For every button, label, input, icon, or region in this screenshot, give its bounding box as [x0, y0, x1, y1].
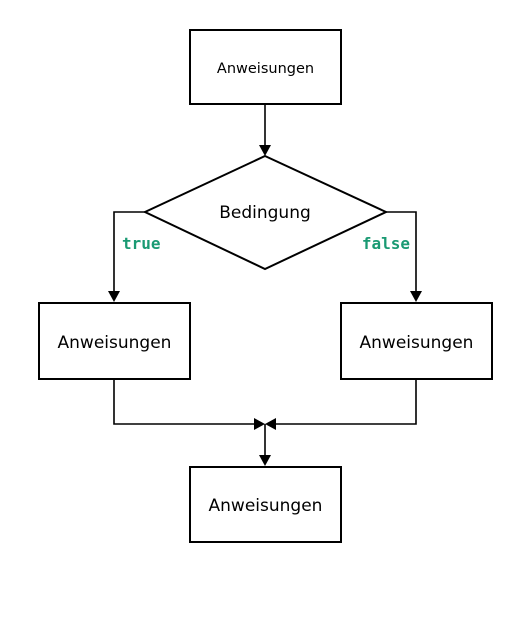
edge-true-merge	[113, 379, 254, 425]
statement-box	[189, 29, 342, 105]
edge-true	[113, 211, 145, 291]
arrowhead-condition	[259, 145, 271, 156]
node-condition: Bedingung	[142, 154, 389, 271]
node-bottom-statements: Anweisungen	[189, 466, 342, 543]
node-false-statements: Anweisungen	[340, 302, 493, 380]
connectors	[108, 104, 422, 466]
statement-box	[340, 302, 493, 380]
node-true-statements: Anweisungen	[38, 302, 191, 380]
node-label: Anweisungen	[209, 496, 323, 516]
node-top-statements: Anweisungen	[189, 29, 342, 105]
false-label: false	[362, 234, 410, 253]
statement-box	[38, 302, 191, 380]
arrowhead-merge-right	[265, 418, 276, 430]
arrowhead-bottom	[259, 455, 271, 466]
edge-false	[386, 211, 417, 291]
decision-diamond	[142, 154, 389, 271]
arrowhead-merge-left	[254, 418, 265, 430]
node-label: Anweisungen	[217, 61, 314, 77]
node-label: Anweisungen	[58, 333, 172, 353]
arrowhead-false-branch	[410, 291, 422, 302]
arrowhead-true-branch	[108, 291, 120, 302]
statement-box	[189, 466, 342, 543]
node-label: Anweisungen	[360, 333, 474, 353]
condition-label: Bedingung	[219, 203, 311, 223]
true-label: true	[122, 234, 161, 253]
edge-false-merge	[276, 379, 417, 425]
